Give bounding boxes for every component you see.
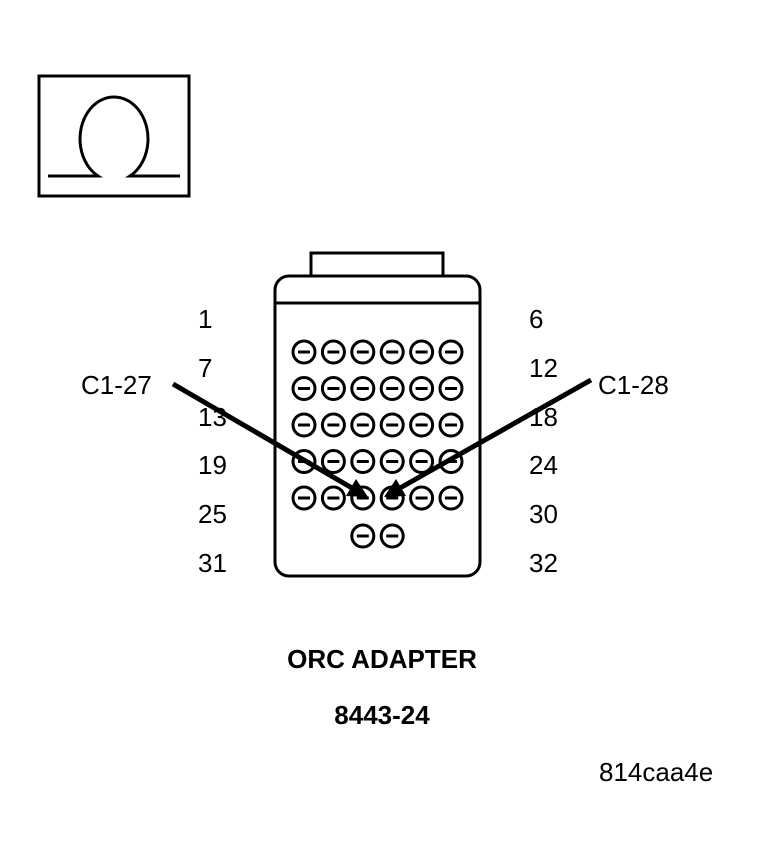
connector-pin (320, 339, 346, 365)
connector-pin (350, 412, 376, 438)
connector-pin (409, 485, 435, 511)
arrowhead-right-icon (384, 479, 406, 497)
figure-code: 814caa4e (599, 757, 713, 787)
connector-pin (291, 485, 317, 511)
right-number: 18 (529, 402, 558, 432)
connector-pin (320, 485, 346, 511)
left-number: 31 (198, 548, 227, 578)
connector-pin (438, 412, 464, 438)
connector-pin (379, 376, 405, 401)
connector-pin (350, 339, 376, 365)
connector-pin (379, 449, 405, 474)
probe-right (384, 377, 593, 497)
connector-pin (438, 339, 464, 365)
arrowhead-left-icon (346, 479, 368, 497)
left-pin-numbers: 1 7 13 19 25 31 (198, 304, 227, 578)
left-number: 19 (198, 450, 227, 480)
ohm-symbol-icon (37, 74, 191, 198)
connector-pin (438, 485, 464, 511)
connector-pin (379, 523, 405, 549)
left-number: 7 (198, 353, 212, 383)
connector-pins (291, 339, 464, 549)
connector-pin (350, 449, 376, 474)
left-number: 1 (198, 304, 212, 334)
connector-pin (291, 339, 317, 365)
probe-right-label: C1-28 (598, 370, 669, 400)
caption-part-number: 8443-24 (334, 700, 430, 730)
connector-pin (409, 449, 435, 474)
connector-pin (320, 412, 346, 438)
connector-pin (291, 412, 317, 438)
connector-pin (409, 376, 435, 401)
probe-left (171, 381, 368, 497)
connector-pin (438, 376, 464, 401)
connector-pin (379, 412, 405, 438)
connector-pin (320, 449, 346, 474)
right-number: 12 (529, 353, 558, 383)
connector-pin (291, 376, 317, 401)
right-number: 30 (529, 499, 558, 529)
connector-pin (409, 412, 435, 438)
connector-pin (409, 339, 435, 365)
connector-pin (350, 376, 376, 401)
connector-pin (379, 339, 405, 365)
right-number: 24 (529, 450, 558, 480)
probe-left-label: C1-27 (81, 370, 152, 400)
left-number: 25 (198, 499, 227, 529)
right-pin-numbers: 6 12 18 24 30 32 (529, 304, 558, 578)
left-number: 13 (198, 402, 227, 432)
connector-pin (320, 376, 346, 401)
caption-title: ORC ADAPTER (287, 644, 477, 674)
connector-pin (350, 523, 376, 549)
right-number: 32 (529, 548, 558, 578)
right-number: 6 (529, 304, 543, 334)
